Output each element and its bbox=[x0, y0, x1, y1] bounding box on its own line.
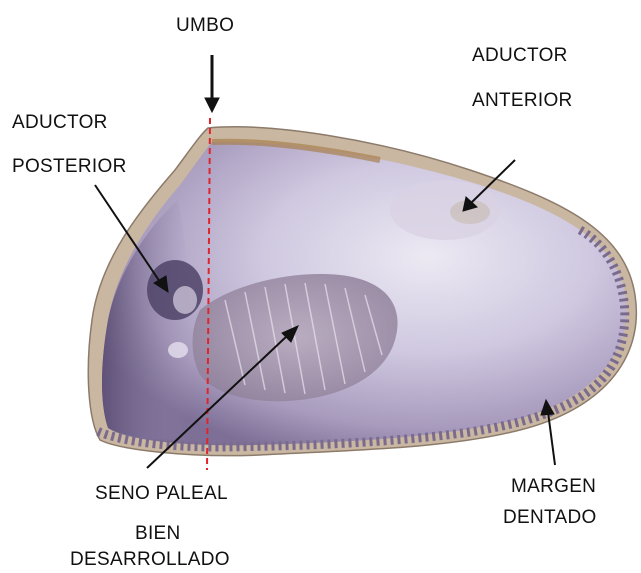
label-seno-paleal-2: BIEN bbox=[135, 524, 181, 543]
label-umbo: UMBO bbox=[176, 16, 234, 35]
label-aductor-anterior-2: ANTERIOR bbox=[472, 91, 573, 110]
posterior-adductor-scar bbox=[147, 260, 203, 320]
posterior-dark-region bbox=[102, 200, 192, 440]
label-margen-2: DENTADO bbox=[503, 508, 597, 527]
label-seno-paleal-1: SENO PALEAL bbox=[95, 484, 228, 503]
label-margen-1: MARGEN bbox=[511, 477, 596, 496]
label-aductor-anterior-1: ADUCTOR bbox=[472, 46, 568, 65]
label-aductor-posterior-2: POSTERIOR bbox=[12, 157, 127, 176]
label-seno-paleal-3: DESARROLLADO bbox=[70, 550, 230, 569]
label-aductor-posterior-1: ADUCTOR bbox=[12, 113, 108, 132]
